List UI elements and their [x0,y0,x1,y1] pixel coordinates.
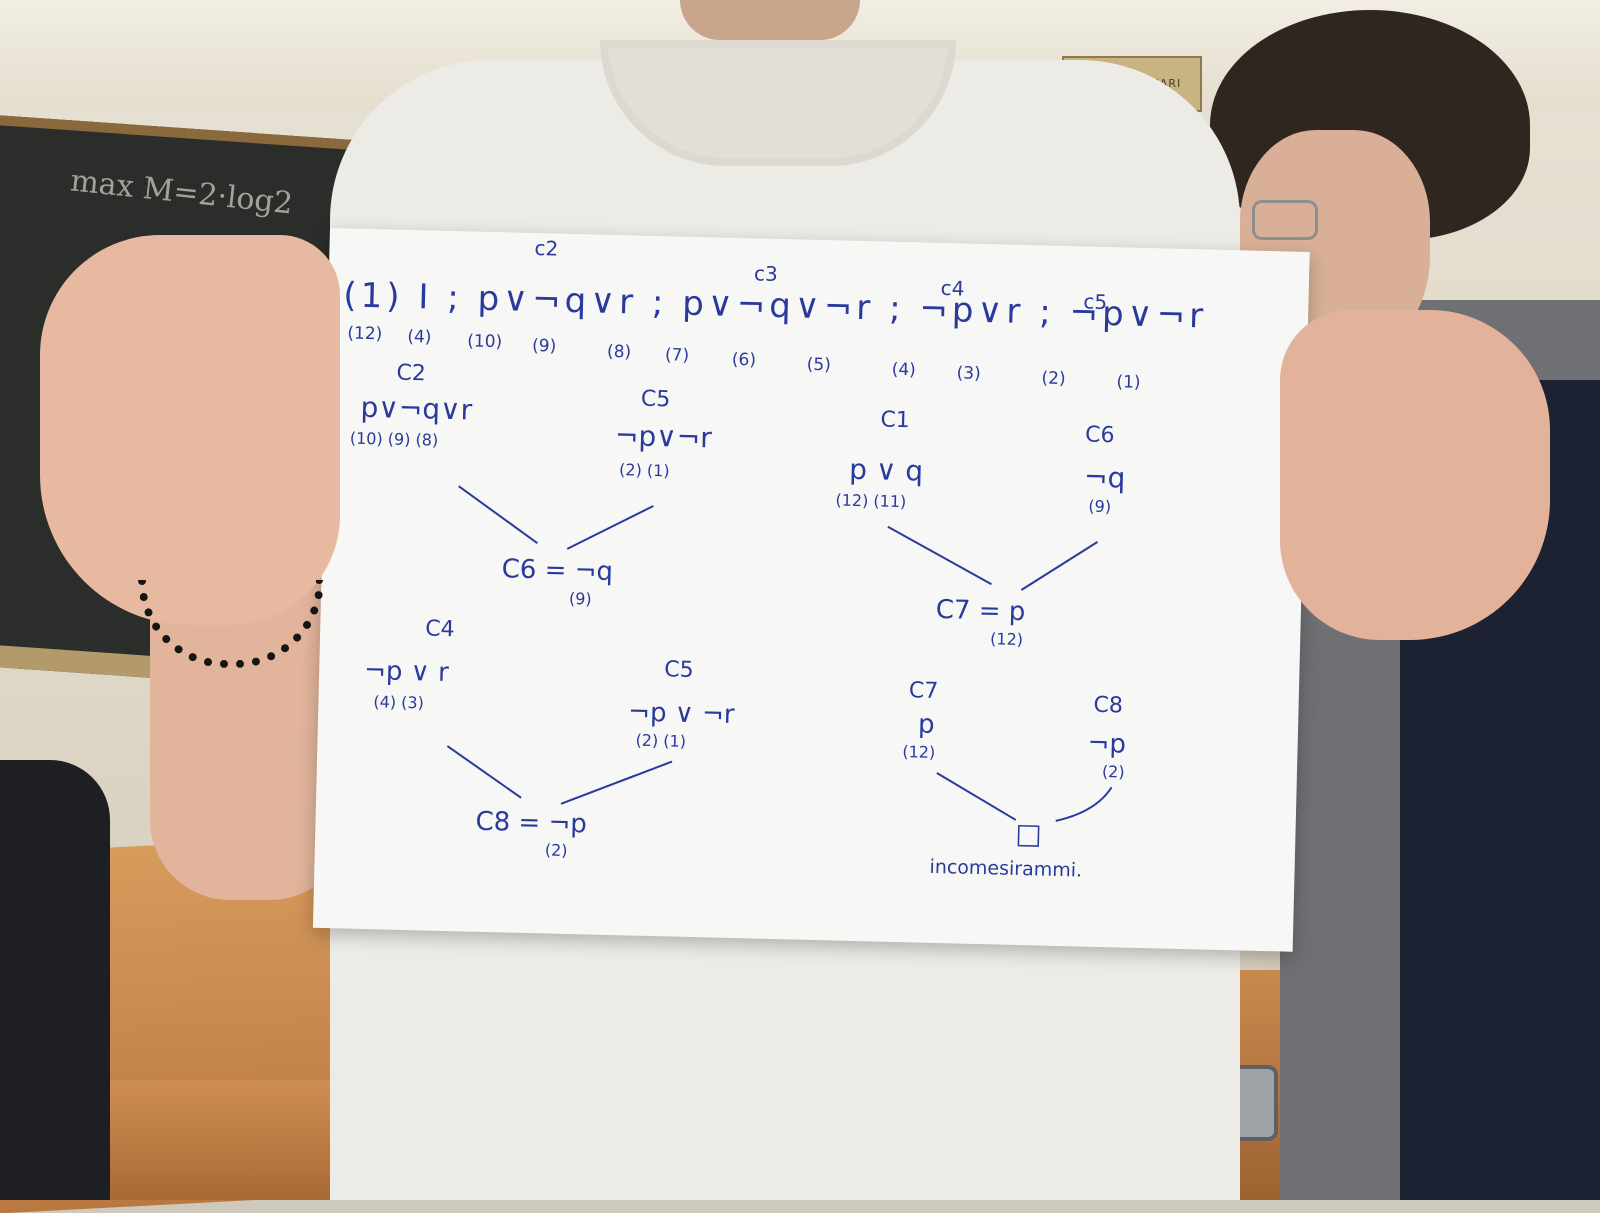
resolvent-index: (2) [545,840,568,860]
resolution-line-left [458,485,538,544]
resolution-line-right [1020,541,1099,591]
resolution-line-right [566,505,654,550]
clause-formula: p∨¬q∨r [360,391,473,427]
resolvent: C8 = ¬p [475,807,587,840]
clause-indices: (2) (1) [635,731,686,751]
resolution-line-left [887,525,992,586]
resolution-step-4: C7 p (12) C8 ¬p (2) □ incomesirammi. [902,678,1126,882]
clause-indices: (2) [1102,762,1125,782]
resolvent-index: (12) [990,629,1023,649]
header-index: (1) [1116,372,1141,393]
header-index: (12) [347,323,382,344]
resolvent-index: (9) [569,589,592,609]
clause-indices: (12) [902,742,935,762]
left-hand [40,235,340,625]
resolution-step-3: C4 ¬p ∨ r (4) (3) C5 ¬p ∨ ¬r (2) (1) C8 … [364,616,735,860]
header-label-c3: c3 [754,261,778,286]
header-index: (10) [467,331,502,352]
header-label-c4: c4 [940,276,964,301]
header-label-c2: c2 [534,236,558,261]
clause-formula: ¬p ∨ ¬r [628,697,735,730]
clause-label: C5 [664,657,694,683]
header-index: (6) [732,350,757,371]
clause-indices: (12) (11) [835,490,906,511]
chin [680,0,860,40]
clause-label: C1 [880,408,910,434]
clause-formula: p [918,710,935,740]
clause-label: C4 [425,616,455,642]
resolution-line-left [936,772,1017,821]
glasses-icon [1252,200,1318,240]
header-label-c5: c5 [1083,289,1107,314]
handwritten-sheet: c2 c3 c4 c5 (1) I ; p∨¬q∨r ; p∨¬q∨¬r ; ¬… [312,228,1310,952]
header-index: (4) [891,360,916,381]
clause-label: C6 [1085,423,1115,449]
header-index: (7) [665,345,690,366]
clause-label: C7 [909,678,939,704]
header-index: (8) [607,342,632,363]
resolvent: C6 = ¬q [501,554,613,587]
clause-formula: ¬p ∨ r [364,656,450,688]
clause-label: C2 [396,361,426,387]
clause-indices: (10) (9) (8) [350,429,439,450]
clause-indices: (9) [1088,497,1111,517]
clause-formula: ¬p∨¬r [615,419,713,454]
right-hand [1280,310,1550,640]
clause-formula: ¬q [1084,461,1126,495]
person-left-edge [0,760,110,1200]
header-index: (5) [807,355,832,376]
empty-clause-box: □ [1015,817,1042,851]
clause-formula: p ∨ q [849,453,924,488]
conclusion-note: incomesirammi. [929,856,1082,882]
clause-indices: (4) (3) [373,692,424,712]
resolution-step-1: C2 p∨¬q∨r (10) (9) (8) C5 ¬p∨¬r (2) (1) … [350,361,713,609]
resolvent: C7 = p [935,595,1025,627]
header-index: (9) [532,336,557,357]
sheet-drawing: c2 c3 c4 c5 (1) I ; p∨¬q∨r ; p∨¬q∨¬r ; ¬… [343,236,1204,882]
clause-label: C5 [641,387,671,413]
header-index: (2) [1041,368,1066,389]
header-indices: (12) (4) (10) (9) (8) (7) (6) (5) (4) (3… [347,323,1141,393]
clause-formula: ¬p [1087,729,1126,760]
resolution-step-2: C1 p ∨ q (12) (11) C6 ¬q (9) C7 = p (12) [835,408,1126,650]
resolution-line-right [1055,786,1113,822]
resolution-line-left [446,745,522,799]
resolution-line-right [560,760,673,805]
clause-indices: (2) (1) [619,460,670,480]
header-index: (4) [407,327,432,348]
header-index: (3) [956,363,981,384]
clause-label: C8 [1093,693,1123,719]
